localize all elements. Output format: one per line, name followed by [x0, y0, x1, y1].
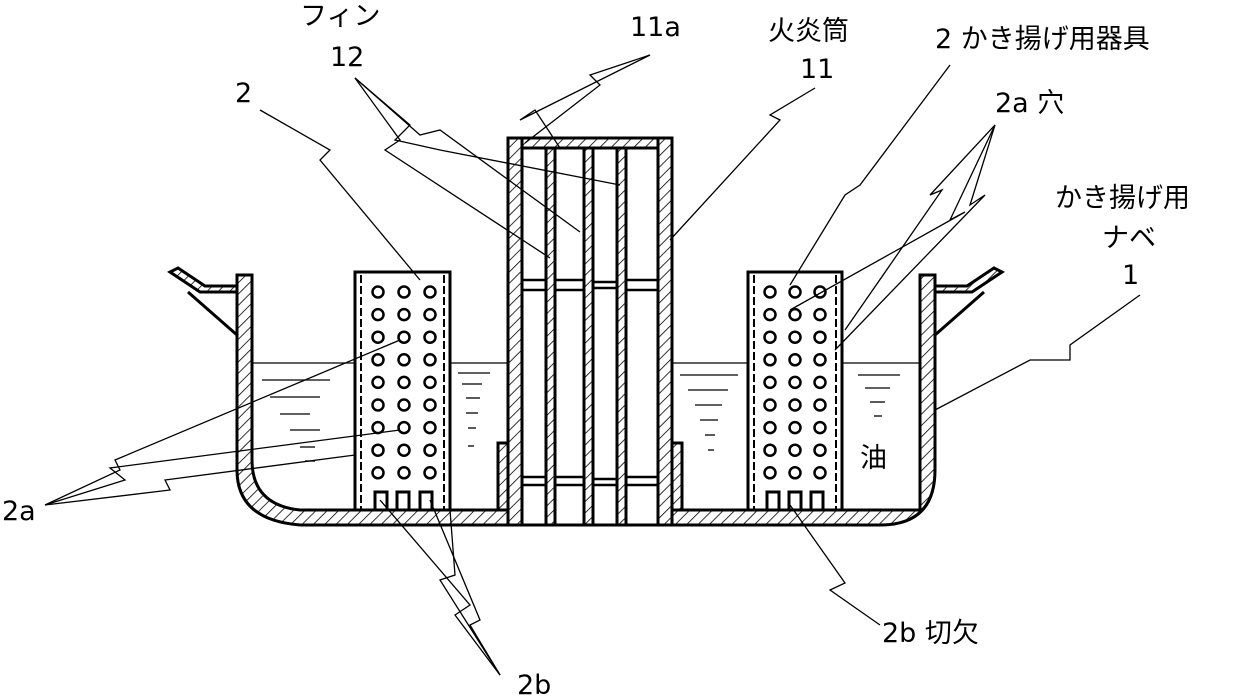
- hole-2a: [815, 445, 826, 456]
- hole-2a: [373, 309, 384, 320]
- hole-2a: [790, 332, 801, 343]
- hole-2a: [765, 467, 776, 478]
- fin: [617, 148, 626, 525]
- hole-2a: [425, 287, 436, 298]
- hole-2a: [765, 287, 776, 298]
- hole-2a: [815, 309, 826, 320]
- flame-tube: [498, 138, 682, 525]
- hole-2a: [425, 377, 436, 388]
- hole-2a: [815, 377, 826, 388]
- hole-2a: [765, 445, 776, 456]
- hole-2a: [425, 422, 436, 433]
- label-notch-right: 2b 切欠: [882, 620, 979, 647]
- hole-2a: [765, 422, 776, 433]
- hole-2a: [790, 309, 801, 320]
- label-tube-top: 11a: [630, 14, 681, 41]
- label-notch-left: 2b: [517, 672, 551, 699]
- hole-2a: [399, 467, 410, 478]
- hole-2a: [399, 422, 410, 433]
- label-hole: 2a 穴: [995, 90, 1064, 117]
- hole-2a: [815, 354, 826, 365]
- label-pot-2: ナベ: [1102, 225, 1156, 252]
- hole-2a: [399, 309, 410, 320]
- hole-2a: [815, 332, 826, 343]
- label-hole-left: 2a: [2, 498, 36, 525]
- hole-2a: [425, 467, 436, 478]
- label-oil: 油: [860, 445, 887, 472]
- hole-2a: [373, 377, 384, 388]
- hole-2a: [373, 400, 384, 411]
- label-tool-left: 2: [235, 80, 252, 107]
- label-tool: 2 かき揚げ用器具: [935, 26, 1150, 53]
- hole-2a: [425, 354, 436, 365]
- hole-2a: [373, 287, 384, 298]
- hole-2a: [373, 354, 384, 365]
- hole-2a: [399, 400, 410, 411]
- label-fin: フィン: [300, 3, 380, 30]
- right-handle: [935, 268, 1002, 335]
- hole-2a: [790, 354, 801, 365]
- hole-2a: [765, 309, 776, 320]
- label-flame-tube-num: 11: [800, 56, 834, 83]
- label-fin-num: 12: [330, 44, 364, 71]
- label-flame-tube: 火炎筒: [768, 18, 849, 45]
- hole-2a: [790, 467, 801, 478]
- hole-2a: [765, 400, 776, 411]
- hole-2a: [765, 377, 776, 388]
- hole-2a: [815, 467, 826, 478]
- label-pot-1: かき揚げ用: [1055, 185, 1190, 212]
- hole-2a: [425, 400, 436, 411]
- hole-2a: [425, 332, 436, 343]
- label-pot-num: 1: [1122, 262, 1139, 289]
- hole-2a: [399, 377, 410, 388]
- hole-2a: [373, 467, 384, 478]
- hole-2a: [425, 445, 436, 456]
- hole-2a: [399, 332, 410, 343]
- hole-2a: [373, 332, 384, 343]
- hole-2a: [765, 332, 776, 343]
- hole-2a: [425, 309, 436, 320]
- hole-2a: [790, 445, 801, 456]
- hole-2a: [790, 422, 801, 433]
- hole-2a: [399, 287, 410, 298]
- hole-2a: [373, 422, 384, 433]
- basket-left: [355, 272, 450, 510]
- fin: [546, 148, 555, 525]
- left-handle: [170, 268, 237, 335]
- hole-2a: [790, 377, 801, 388]
- hole-2a: [373, 445, 384, 456]
- hole-2a: [790, 287, 801, 298]
- hole-2a: [399, 445, 410, 456]
- hole-2a: [765, 354, 776, 365]
- hole-2a: [815, 422, 826, 433]
- hole-2a: [815, 400, 826, 411]
- fin: [584, 148, 593, 525]
- hole-2a: [790, 400, 801, 411]
- hole-2a: [399, 354, 410, 365]
